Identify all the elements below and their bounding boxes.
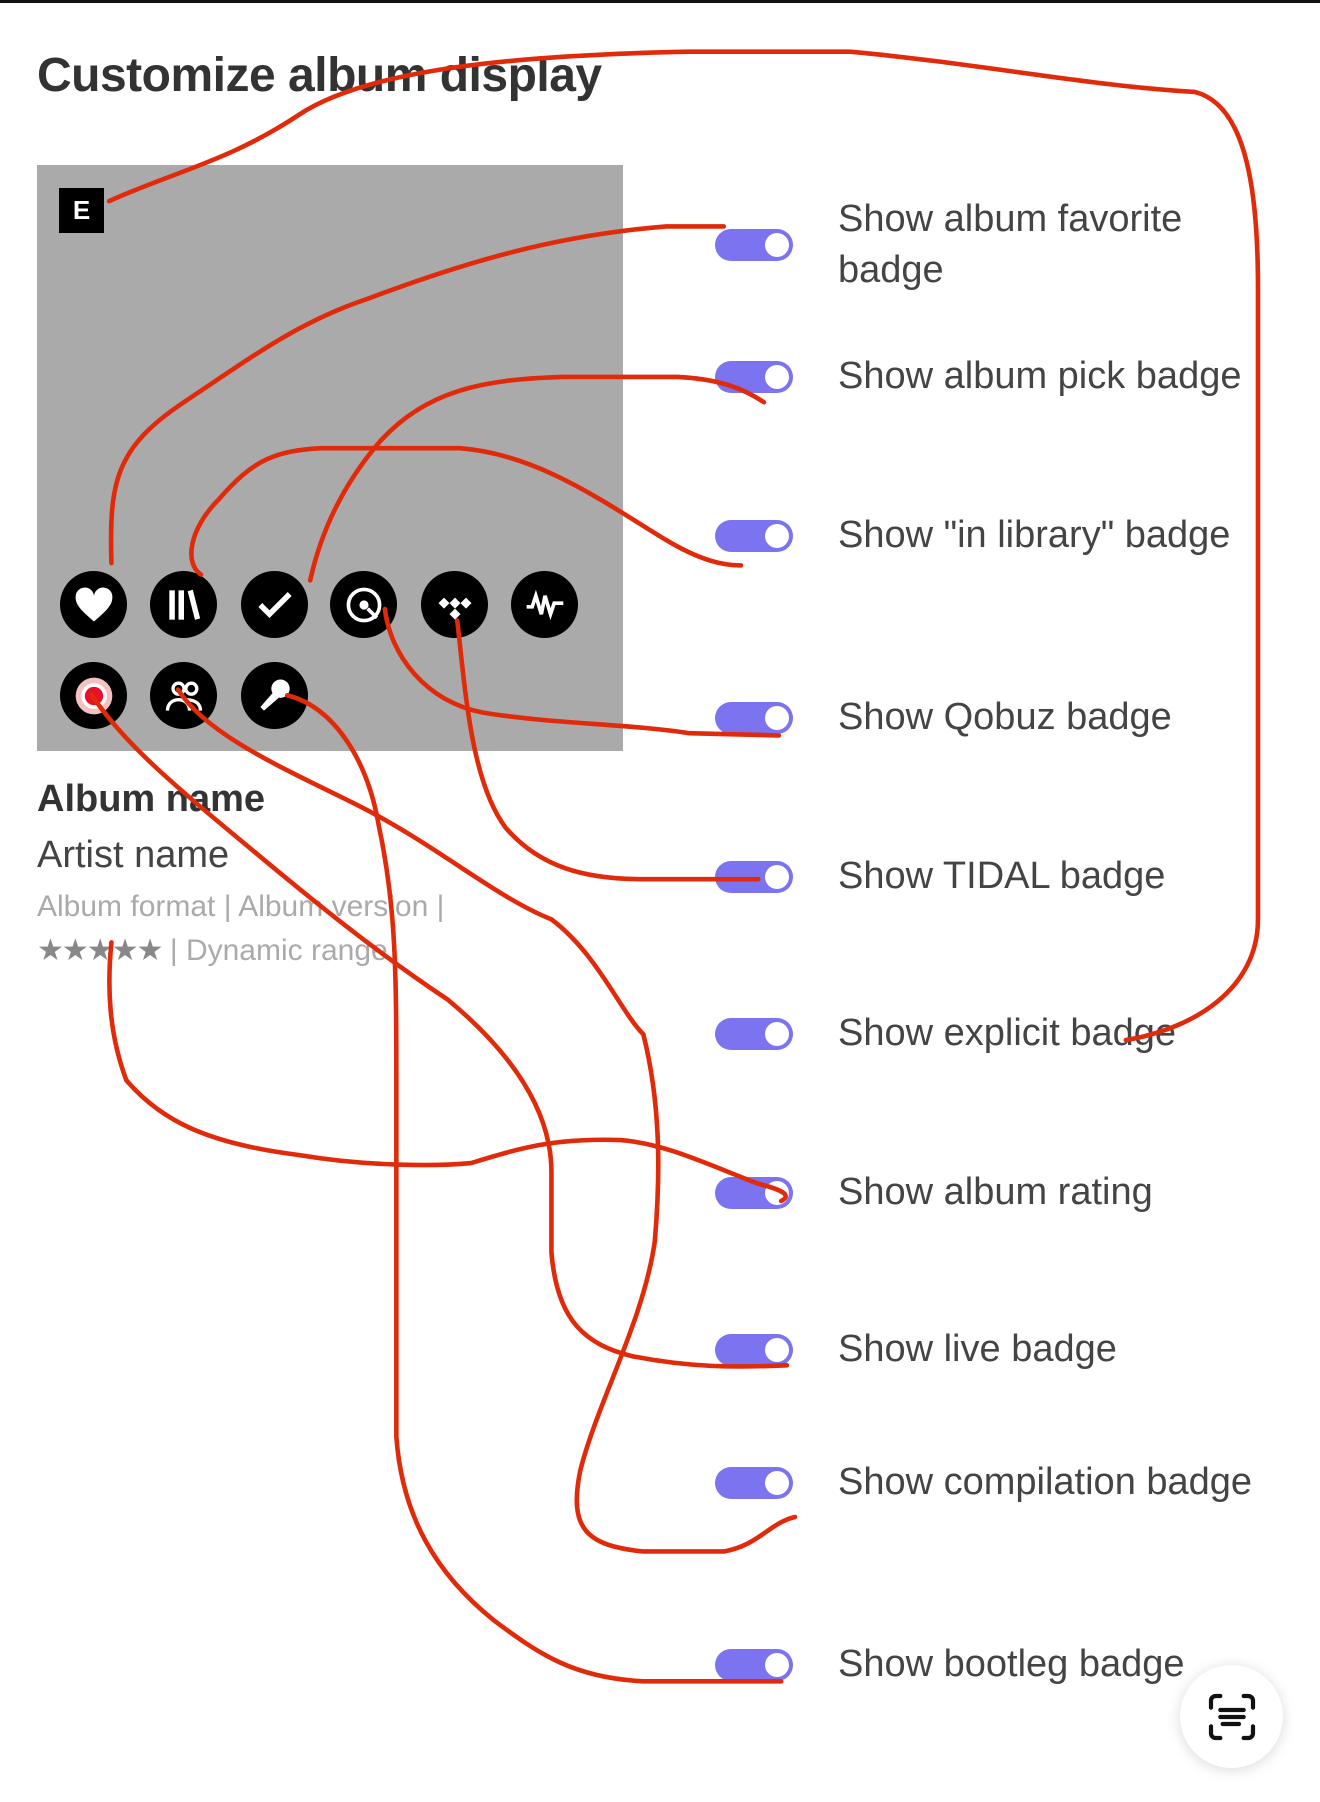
setting-album-rating: Show album rating xyxy=(715,1167,1275,1218)
album-format-line: Album format | Album version | xyxy=(37,890,445,923)
setting-label: Show album pick badge xyxy=(838,355,1242,397)
favorite-badge-toggle[interactable] xyxy=(715,229,793,261)
top-bar xyxy=(0,0,1320,3)
setting-label: Show "in library" badge xyxy=(838,514,1231,556)
explicit-badge: E xyxy=(59,188,104,233)
annotation-compilation xyxy=(175,687,798,1554)
compilation-icon xyxy=(150,662,217,729)
live-icon xyxy=(60,662,127,729)
setting-label: Show Qobuz badge xyxy=(838,696,1172,738)
annotation-rating xyxy=(107,940,788,1204)
qobuz-badge-toggle[interactable] xyxy=(715,701,793,734)
annotation-bootleg xyxy=(284,692,784,1684)
setting-explicit-badge: Show explicit badge xyxy=(715,1008,1275,1059)
artist-name: Artist name xyxy=(37,834,230,876)
setting-qobuz-badge: Show Qobuz badge xyxy=(715,692,1275,743)
library-icon xyxy=(150,571,217,638)
scan-text-icon xyxy=(1208,1693,1255,1740)
setting-label: Show explicit badge xyxy=(838,1012,1176,1054)
scan-text-button[interactable] xyxy=(1180,1665,1283,1768)
setting-in-library-badge: Show "in library" badge xyxy=(715,510,1275,561)
in-library-badge-toggle[interactable] xyxy=(715,519,793,552)
album-art-preview xyxy=(37,165,623,751)
album-rating-toggle[interactable] xyxy=(715,1176,793,1209)
setting-label: Show compilation badge xyxy=(838,1461,1253,1503)
compilation-badge-toggle[interactable] xyxy=(715,1466,793,1499)
rating-stars: ★★★★★ xyxy=(37,934,163,967)
dynamic-range-label: | Dynamic range xyxy=(161,934,388,967)
setting-compilation-badge: Show compilation badge xyxy=(715,1457,1275,1508)
bootleg-icon xyxy=(241,662,308,729)
tidal-icon xyxy=(421,571,488,638)
setting-bootleg-badge: Show bootleg badge xyxy=(715,1639,1275,1690)
setting-label: Show live badge xyxy=(838,1328,1117,1370)
heart-icon xyxy=(60,571,127,638)
page-title: Customize album display xyxy=(37,49,602,102)
rating-line: ★★★★★ | Dynamic range xyxy=(37,933,388,968)
pick-badge-toggle[interactable] xyxy=(715,360,793,393)
setting-tidal-badge: Show TIDAL badge xyxy=(715,851,1275,902)
tidal-badge-toggle[interactable] xyxy=(715,860,793,893)
album-name: Album name xyxy=(37,778,266,820)
setting-favorite-badge: Show album favorite badge xyxy=(715,194,1275,296)
setting-label: Show album rating xyxy=(838,1171,1153,1213)
check-icon xyxy=(241,571,308,638)
qobuz-icon xyxy=(330,571,397,638)
explicit-badge-toggle[interactable] xyxy=(715,1017,793,1050)
setting-pick-badge: Show album pick badge xyxy=(715,351,1275,402)
bootleg-badge-toggle[interactable] xyxy=(715,1648,793,1681)
setting-live-badge: Show live badge xyxy=(715,1324,1275,1375)
live-badge-toggle[interactable] xyxy=(715,1333,793,1366)
setting-label: Show TIDAL badge xyxy=(838,855,1166,897)
setting-label: Show album favorite badge xyxy=(838,198,1183,291)
waveform-icon xyxy=(511,571,578,638)
setting-label: Show bootleg badge xyxy=(838,1643,1185,1685)
